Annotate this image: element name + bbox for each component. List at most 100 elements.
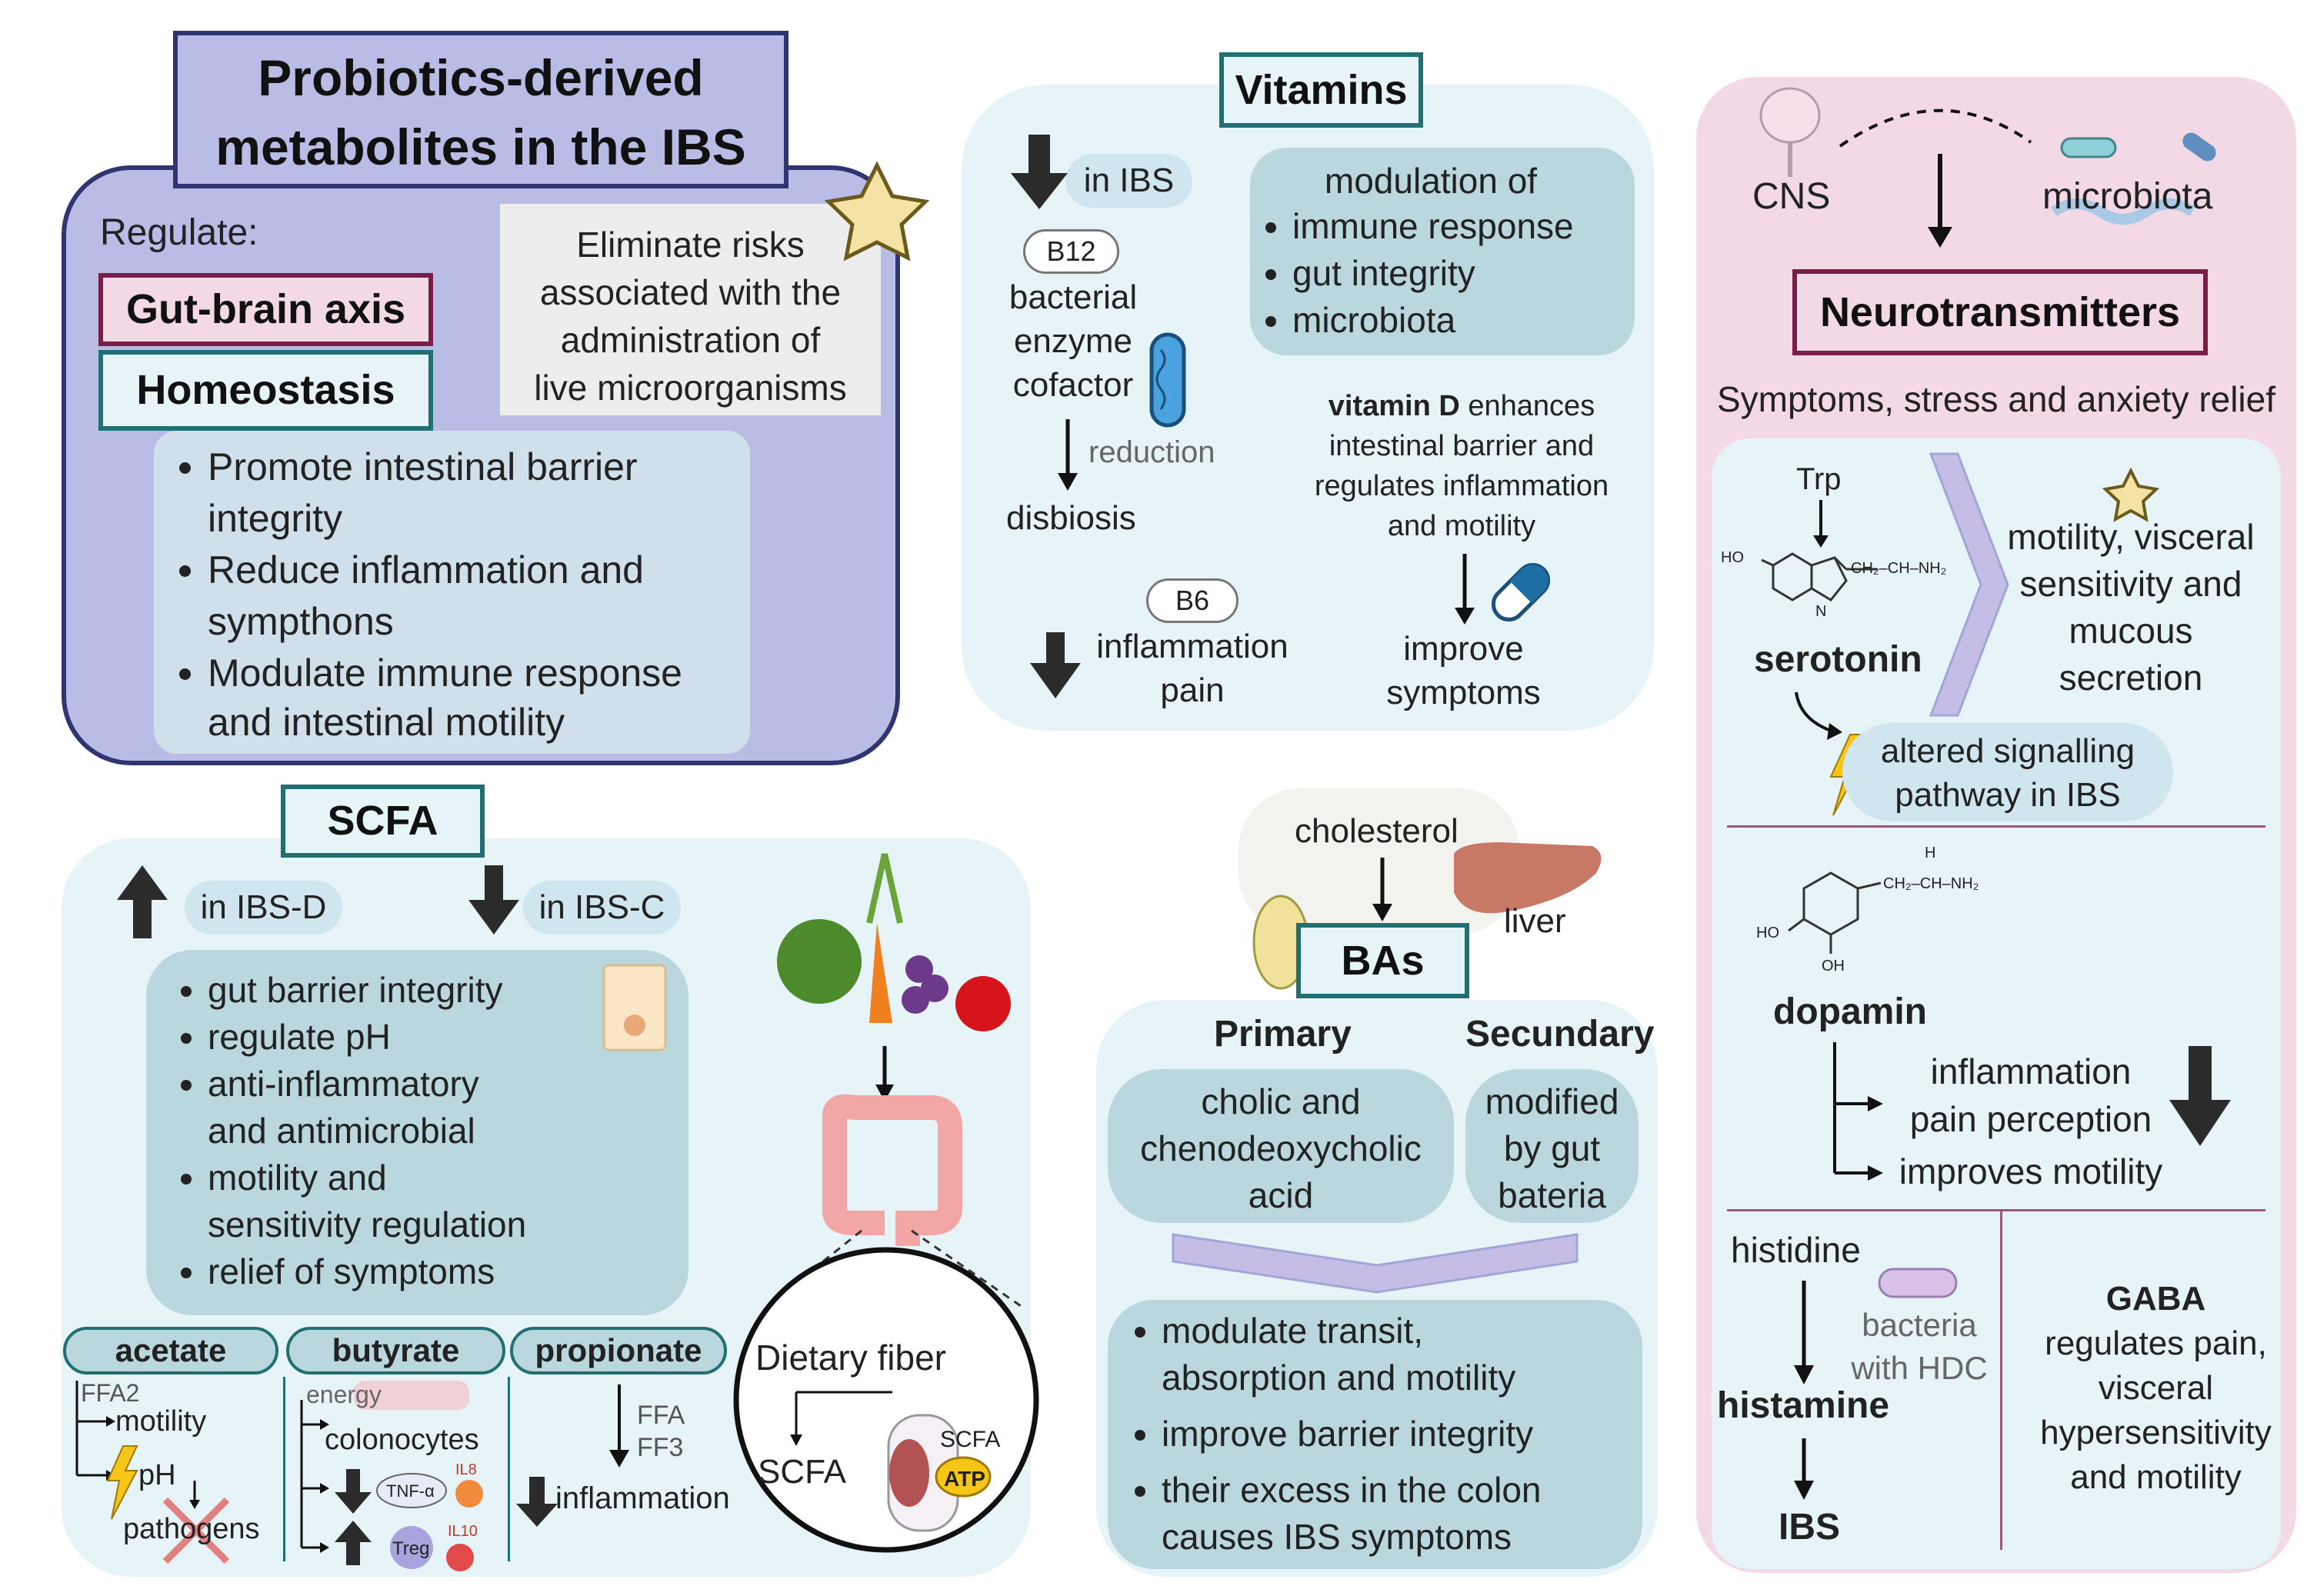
eliminate-line4: live microorganisms <box>534 368 847 408</box>
cholic-line1: cholic and <box>1201 1081 1361 1121</box>
vitamin-d-label: vitamin D <box>1328 390 1460 422</box>
dietary-fiber-label: Dietary fiber <box>755 1338 946 1378</box>
ff3-label: FF3 <box>637 1433 684 1462</box>
b6-inflammation: inflammation <box>1096 628 1289 665</box>
motility-line2: sensitivity and <box>2019 564 2242 604</box>
motility-line3: mucous <box>2069 611 2193 651</box>
scfa-benefits-box: gut barrier integrity regulate pH anti-i… <box>146 950 688 1315</box>
modified-line3: bateria <box>1498 1175 1606 1215</box>
mod-immune: immune response <box>1292 203 1574 250</box>
primary-label: Primary <box>1214 1014 1352 1055</box>
acetate-divider <box>283 1377 285 1561</box>
divider-2 <box>1727 1209 2265 1211</box>
atp-label: ATP <box>944 1467 985 1491</box>
modified-line1: modified <box>1485 1081 1619 1121</box>
altered-signalling-pill: altered signalling pathway in IBS <box>1842 723 2173 821</box>
bas-title-box: BAs <box>1296 923 1469 998</box>
liver-label: liver <box>1504 902 1566 940</box>
secundary-label: Secundary <box>1465 1014 1655 1055</box>
serotonin-label: serotonin <box>1754 639 1922 680</box>
enzyme-label: enzyme <box>1013 322 1133 360</box>
microbiota-label: microbiota <box>2042 176 2213 217</box>
eliminate-line3: administration of <box>560 320 821 360</box>
gaba-line2: visceral <box>2098 1369 2214 1407</box>
bas-barrier: improve barrier integrity <box>1162 1411 1542 1458</box>
improve-label: improve <box>1403 630 1524 668</box>
vitamins-in-ibs-pill: in IBS <box>1065 154 1192 208</box>
gaba-line3: hypersensitivity <box>2040 1414 2272 1451</box>
vitamin-d-line2: intestinal barrier and <box>1329 430 1595 462</box>
vitamin-d-line4: and motility <box>1387 510 1536 542</box>
bas-transit: modulate transit,absorption and motility <box>1162 1308 1542 1401</box>
trp-label: Trp <box>1796 462 1842 496</box>
ffa-label: FFA <box>637 1401 685 1430</box>
reduction-label: reduction <box>1088 435 1215 469</box>
gaba-label: GABA <box>2105 1280 2206 1318</box>
dopamine-h: H <box>1925 845 1936 861</box>
dopamine-pain: pain perception <box>1909 1099 2152 1139</box>
bas-effects-box: modulate transit,absorption and motility… <box>1108 1300 1642 1569</box>
scfa-ph: regulate pH <box>208 1014 526 1061</box>
dopamine-ho: HO <box>1756 925 1779 941</box>
symptoms-label: symptoms <box>1386 674 1541 711</box>
cns-label: CNS <box>1752 176 1831 217</box>
benefit-immune: Modulate immune response <box>208 648 792 699</box>
dopamine-chain: CH₂–CH–NH₂ <box>1883 875 1979 892</box>
neurotransmitters-title-box: Neurotransmitters <box>1792 269 2208 355</box>
vitamin-d-enhances: enhances <box>1459 390 1595 422</box>
scfa-big-label: SCFA <box>758 1453 846 1491</box>
serotonin-n: N <box>1815 603 1827 620</box>
cholic-box: cholic and chenodeoxycholic acid <box>1108 1069 1454 1223</box>
probiotics-title-box: Probiotics-derived metabolites in the IB… <box>173 31 788 188</box>
scfa-title-box: SCFA <box>281 785 485 858</box>
il8-label: IL8 <box>455 1461 477 1478</box>
il10-label: IL10 <box>448 1523 478 1540</box>
acetate-pill: acetate <box>63 1327 278 1374</box>
altered-line1: altered signalling <box>1880 732 2135 770</box>
divider-1 <box>1727 825 2265 828</box>
modified-box: modified by gut bateria <box>1465 1069 1639 1223</box>
with-hdc-label: with HDC <box>1851 1350 1988 1386</box>
bacterial-label: bacterial <box>1008 278 1138 316</box>
cofactor-label: cofactor <box>1012 366 1134 404</box>
probiotics-title-line2: metabolites in the IBS <box>215 118 746 175</box>
divider-vertical <box>2000 1211 2002 1550</box>
propionate-inflammation: inflammation <box>555 1481 730 1515</box>
cholic-line2: chenodeoxycholic <box>1140 1128 1422 1168</box>
benefit-immune-line2: and intestinal motility <box>208 701 565 744</box>
regulate-label: Regulate: <box>100 212 258 253</box>
colonocytes-label: colonocytes <box>325 1424 479 1456</box>
scfa-barrier: gut barrier integrity <box>208 967 526 1014</box>
serotonin-chain: CH₂–CH–NH₂ <box>1851 560 1947 577</box>
dopamin-label: dopamin <box>1773 991 1927 1032</box>
vitamin-d-line3: regulates inflammation <box>1314 470 1609 502</box>
modulation-box: modulation of immune response gut integr… <box>1250 148 1635 355</box>
mod-gut: gut integrity <box>1292 250 1574 297</box>
dopamine-motility: improves motility <box>1899 1151 2163 1191</box>
in-ibs-d-pill: in IBS-D <box>185 881 342 935</box>
b12-pill: B12 <box>1023 229 1119 274</box>
dopamine-oh: OH <box>1822 958 1845 975</box>
histamine-label: histamine <box>1717 1385 1890 1426</box>
serotonin-ho: HO <box>1721 549 1744 566</box>
cholic-line3: acid <box>1248 1175 1314 1215</box>
butyrate-divider <box>508 1377 510 1561</box>
butyrate-pill: butyrate <box>286 1327 505 1374</box>
scfa-relief: relief of symptoms <box>208 1248 526 1295</box>
b6-pain: pain <box>1160 671 1225 709</box>
acetate-motility: motility <box>115 1405 207 1438</box>
propionate-pill: propionate <box>510 1327 727 1374</box>
histidine-label: histidine <box>1731 1230 1861 1270</box>
ibs-label: IBS <box>1779 1507 1841 1548</box>
vitamins-title-box: Vitamins <box>1219 52 1423 128</box>
gut-brain-axis-box: Gut-brain axis <box>98 273 433 346</box>
homeostasis-box: Homeostasis <box>98 350 433 431</box>
pathogens-label: pathogens <box>123 1513 260 1545</box>
tnf-label: TNF-α <box>386 1481 435 1501</box>
mod-microbiota: microbiota <box>1292 297 1574 344</box>
